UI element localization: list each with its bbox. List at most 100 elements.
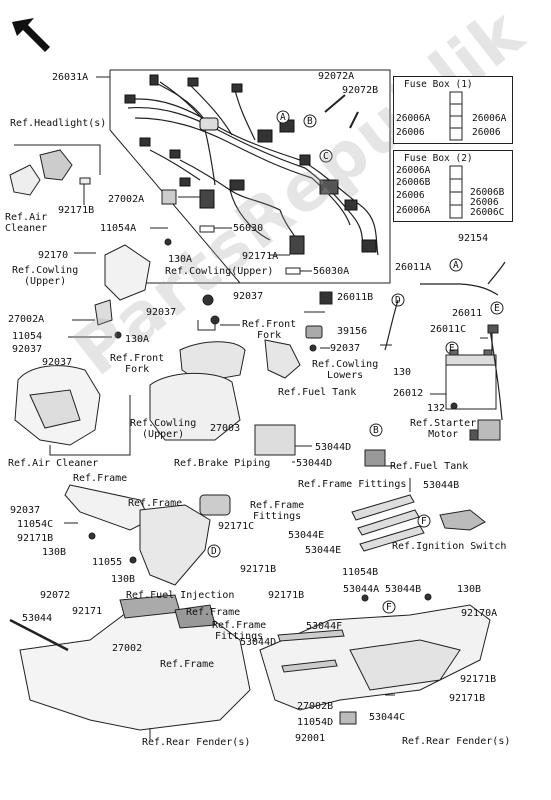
callout-f: F [386, 602, 392, 613]
part-label-92072: 92072 [40, 590, 71, 601]
part-label-26031a: 26031A [52, 72, 89, 83]
part-label-53044c: 53044C [369, 712, 406, 723]
ref-frame-label: Ref.Frame [186, 607, 241, 618]
frame-fittings [351, 494, 486, 552]
part-label-26011c: 26011C [430, 324, 467, 335]
ref-starter-motor-label: Ref.Starter Motor [410, 418, 477, 440]
ref-cowling-upper-label: Ref.Cowling (Upper) [12, 265, 79, 287]
ref-headlight-label: Ref.Headlight(s) [10, 118, 107, 129]
part-label-56030a: 56030A [313, 266, 350, 277]
ref-frame-fittings-label: Ref.Frame Fittings [298, 479, 407, 490]
ref-rear-fender-label: Ref.Rear Fender(s) [142, 737, 251, 748]
ref-air-cleaner-label: Ref.Air Cleaner [8, 458, 99, 469]
ref-fuel-tank-label: Ref.Fuel Tank [390, 461, 469, 472]
part-label-92037: 92037 [10, 505, 41, 516]
part-label-92154: 92154 [458, 233, 489, 244]
part-label-27002b: 27002B [297, 701, 334, 712]
part-label-56030: 56030 [233, 223, 264, 234]
part-label-53044: 53044 [22, 613, 53, 624]
rear-frame-bracket [259, 593, 491, 725]
part-label-27003: 27003 [210, 423, 241, 434]
fuse-label: 26006C [470, 207, 505, 218]
fuse-label: 26006A [472, 113, 507, 124]
part-label-92072b: 92072B [342, 85, 379, 96]
direction-arrow-icon [12, 18, 50, 52]
fuse-label: 26006A [396, 113, 431, 124]
part-label-53044e: 53044E [288, 530, 325, 541]
callout-a: A [453, 260, 459, 271]
battery [445, 349, 497, 410]
part-label-26012: 26012 [393, 388, 424, 399]
part-label-53044b: 53044B [423, 480, 460, 491]
part-label-92171b: 92171B [268, 590, 305, 601]
part-label-130b: 130B [42, 547, 67, 558]
part-label-53044f: 53044F [306, 621, 343, 632]
part-label-27002a: 27002A [108, 194, 145, 205]
part-label-92170a: 92170A [461, 608, 498, 619]
fuse-label: 26006B [396, 177, 431, 188]
ref-frame-fittings-label: Ref.Frame Fittings [250, 500, 305, 522]
part-label-130b: 130B [111, 574, 136, 585]
part-label-130b: 130B [457, 584, 482, 595]
fuse-box-1-panel: Fuse Box (1) 26006A 26006 26006A 26006 [393, 76, 513, 144]
callout-e: E [494, 303, 500, 314]
part-label-92171b: 92171B [240, 564, 277, 575]
callout-a: A [280, 112, 286, 123]
part-label-92171: 92171 [72, 606, 103, 617]
callout-d: D [395, 295, 401, 306]
fuse-block-icon [449, 91, 463, 141]
part-label-27002: 27002 [112, 643, 143, 654]
fuse-label: 26006 [396, 190, 425, 201]
part-label-11054a: 11054A [100, 223, 137, 234]
part-label-92170: 92170 [38, 250, 69, 261]
fuse-label: 26006B [470, 187, 505, 198]
callout-e: E [449, 343, 455, 354]
fuse-label: 26006A [396, 205, 431, 216]
fuse-box-1-title: Fuse Box (1) [404, 79, 473, 90]
part-label-11054: 11054 [12, 331, 43, 342]
part-label-132: 132 [427, 403, 446, 414]
callout-c: C [323, 151, 329, 162]
part-label-92037: 92037 [12, 344, 43, 355]
part-label-39156: 39156 [337, 326, 368, 337]
callout-f: F [421, 516, 427, 527]
fuse-block-icon [449, 165, 463, 219]
ref-rear-fender-label: Ref.Rear Fender(s) [402, 736, 511, 747]
part-label-53044d: 53044D [315, 442, 352, 453]
ref-cowling-lowers-label: Ref.Cowling Lowers [312, 359, 379, 381]
ref-fuel-injection-label: Ref.Fuel Injection [126, 590, 235, 601]
headlight-relay-parts [9, 149, 91, 196]
part-label-27002a: 27002A [8, 314, 45, 325]
ref-frame-label: Ref.Frame [73, 473, 128, 484]
part-label-92171b: 92171B [17, 533, 54, 544]
front-frame-bracket [64, 484, 231, 586]
part-label-92037: 92037 [330, 343, 361, 354]
part-label-11055: 11055 [92, 557, 123, 568]
ref-fuel-tank-label: Ref.Fuel Tank [278, 387, 357, 398]
cowling-bracket [94, 189, 177, 339]
part-label-92171b: 92171B [460, 674, 497, 685]
fuse-label: 26006 [472, 127, 501, 138]
fuse-label: 26006A [396, 165, 431, 176]
fuse-box-2-title: Fuse Box (2) [404, 153, 473, 164]
part-label-11054c: 11054C [17, 519, 54, 530]
ref-frame-fittings-label: Ref.Frame Fittings [212, 620, 267, 642]
ref-air-cleaner-label: Ref.Air Cleaner [5, 212, 48, 234]
part-label-92171a: 92171A [242, 251, 279, 262]
part-label-92037: 92037 [146, 307, 177, 318]
ref-front-fork-label: Ref.Front Fork [242, 319, 297, 341]
part-label-92037: 92037 [42, 357, 73, 368]
fuse-label: 26006 [396, 127, 425, 138]
starter-relay [450, 402, 501, 441]
part-label-53044b: 53044B [385, 584, 422, 595]
part-label-92171b: 92171B [58, 205, 95, 216]
callout-b: B [373, 425, 379, 436]
part-label-130a: 130A [125, 334, 150, 345]
part-label-92037: 92037 [233, 291, 264, 302]
harness-connectors [124, 74, 377, 255]
ref-frame-label: Ref.Frame [128, 498, 183, 509]
part-label-130: 130 [393, 367, 412, 378]
ref-cowling-upper-label: Ref.Cowling(Upper) [165, 266, 274, 277]
front-fork-bracket [149, 294, 317, 441]
